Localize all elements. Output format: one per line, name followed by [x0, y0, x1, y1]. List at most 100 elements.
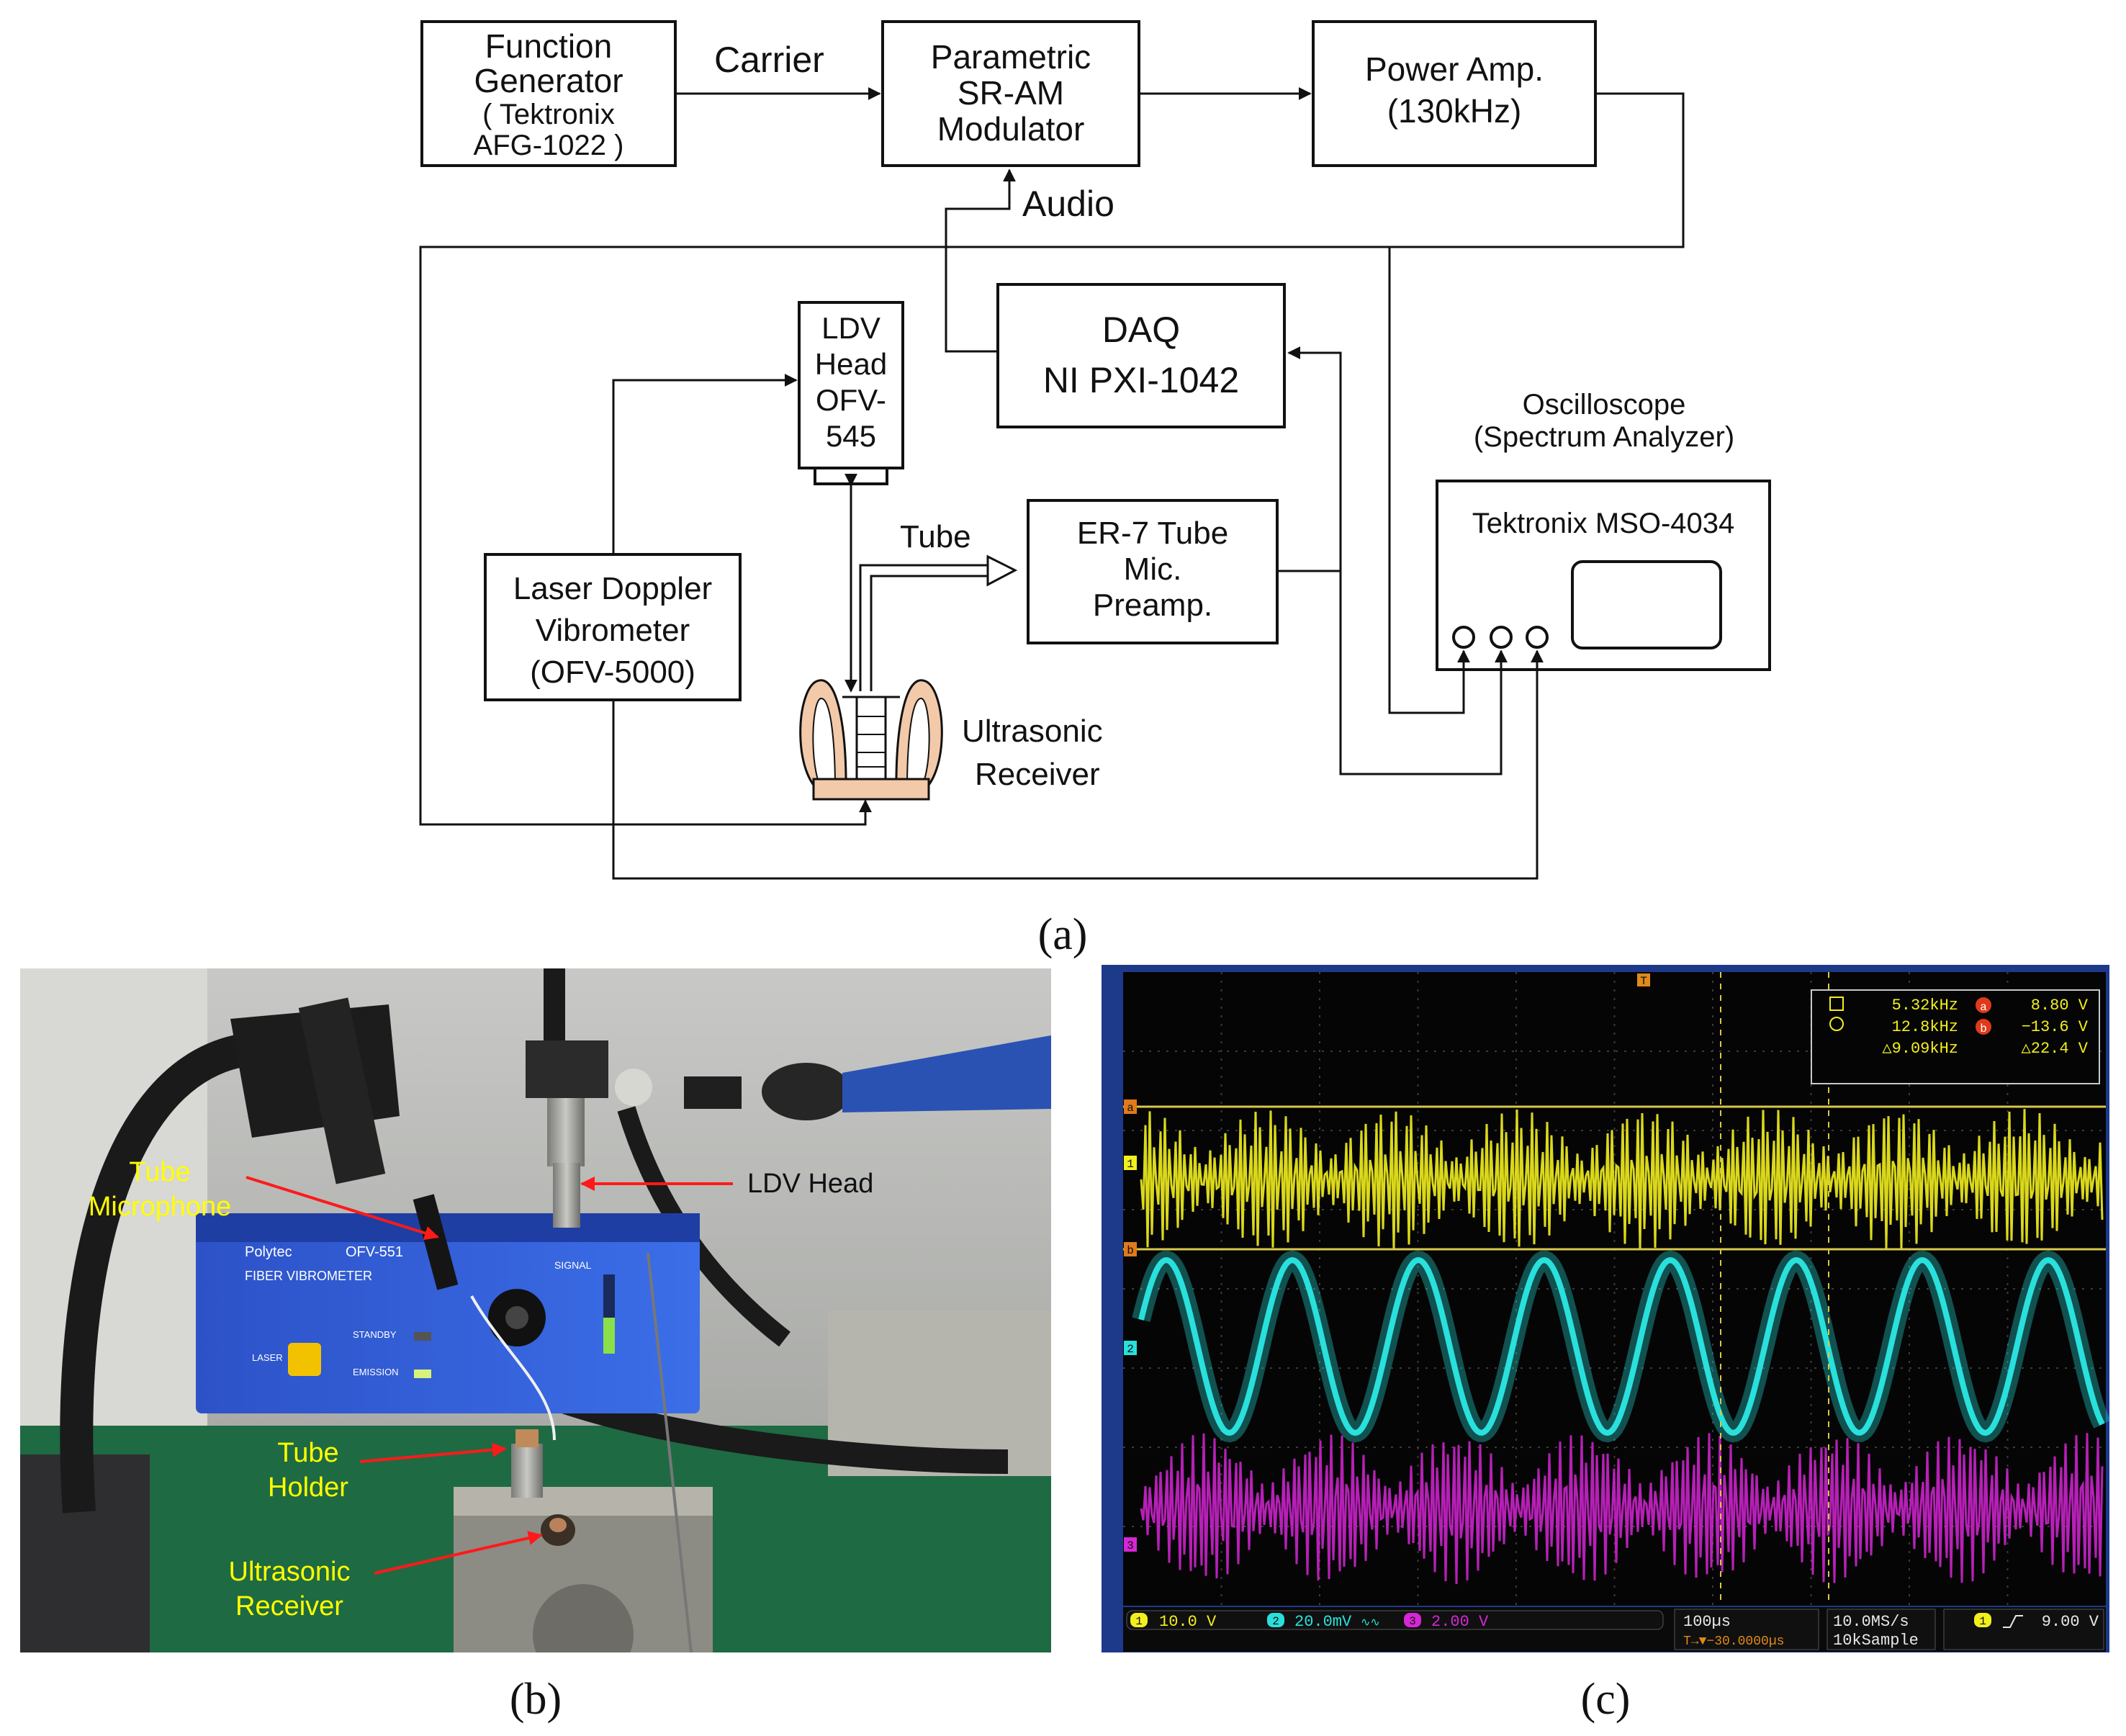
- status-ch1-tag: 1: [1135, 1615, 1143, 1628]
- status-samples: 10kSample: [1833, 1632, 1919, 1650]
- er7-line-3: Preamp.: [1093, 588, 1212, 623]
- er7-line-2: Mic.: [1124, 552, 1182, 587]
- rising-edge-icon: [2003, 1615, 2023, 1628]
- receiver-label-1: Ultrasonic: [962, 714, 1103, 749]
- readout-freq-1: 5.32kHz: [1892, 997, 1958, 1015]
- vibrometer-line-2: Vibrometer: [536, 613, 690, 648]
- daq-box: DAQ NI PXI-1042: [996, 283, 1286, 428]
- status-delay: T→▼−30.0000µs: [1683, 1634, 1784, 1649]
- readout-volt-a: 8.80 V: [2031, 997, 2089, 1015]
- block-diagram: Function Generator ( Tektronix AFG-1022 …: [419, 20, 1771, 959]
- modulator-line-2: SR-AM: [958, 74, 1064, 112]
- status-bar: 1 10.0 V 2 20.0mV ∿∿ 3 2.00 V 100µs T→▼−…: [1123, 1607, 2106, 1652]
- readout-volt-delta: △22.4 V: [2022, 1040, 2089, 1058]
- vibrometer-line-3: (OFV-5000): [530, 655, 695, 690]
- power-amp-line-1: Power Amp.: [1365, 50, 1544, 88]
- ch1-trace: [1140, 1109, 2104, 1250]
- carrier-label: Carrier: [714, 40, 824, 80]
- status-rate: 10.0MS/s: [1833, 1613, 1909, 1631]
- signal-lines: Carrier Audio: [419, 40, 1685, 880]
- unit-emission-label: EMISSION: [353, 1367, 399, 1377]
- modulator-line-1: Parametric: [931, 38, 1091, 76]
- scope-traces: [1132, 1109, 2111, 1585]
- photo-pointer-arrows: [246, 1176, 733, 1575]
- marker-ch3: 3: [1127, 1539, 1134, 1552]
- marker-ch2: 2: [1127, 1343, 1134, 1356]
- scope-input-3-icon: [1526, 626, 1549, 649]
- marker-ch1: 1: [1127, 1158, 1134, 1171]
- er7-preamp-box: ER-7 Tube Mic. Preamp.: [1027, 499, 1279, 644]
- label-tube-holder-2: Holder: [268, 1472, 348, 1503]
- modulator-line-3: Modulator: [937, 110, 1085, 148]
- status-ch2-filter: ∿∿: [1361, 1616, 1380, 1629]
- status-ch2-scale: 20.0mV: [1294, 1613, 1352, 1631]
- audio-arrow: [945, 168, 1016, 353]
- receiver-label-2: Receiver: [975, 757, 1100, 792]
- unit-brand: Polytec: [245, 1244, 292, 1260]
- function-generator-line-3: ( Tektronix: [482, 99, 615, 130]
- function-generator-line-1: Function: [485, 27, 612, 65]
- audio-label: Audio: [1022, 184, 1114, 224]
- scope-input-2-icon: [1490, 626, 1513, 649]
- er7-line-1: ER-7 Tube: [1077, 516, 1228, 551]
- unit-name: FIBER VIBROMETER: [245, 1269, 372, 1283]
- unit-signal-label: SIGNAL: [554, 1259, 592, 1271]
- label-ultrasonic-receiver-2: Receiver: [235, 1591, 343, 1622]
- tube-icon: Tube: [859, 519, 1018, 691]
- label-tube-microphone-2: Microphone: [89, 1192, 232, 1222]
- readout-cursor-b-tag: b: [1980, 1022, 1987, 1035]
- marker-cursor-b: b: [1127, 1244, 1134, 1257]
- readout-cursor-a-tag: a: [1980, 1001, 1987, 1014]
- status-ch2-tag: 2: [1272, 1615, 1279, 1628]
- daq-line-2: NI PXI-1042: [1043, 360, 1239, 400]
- cursor-readout: 5.32kHz 12.8kHz △9.09kHz 8.80 V −13.6 V …: [1811, 989, 2100, 1084]
- unit-laser-label: LASER: [252, 1352, 283, 1363]
- tube-label: Tube: [900, 519, 971, 554]
- ldv-head-box: LDV Head OFV- 545: [798, 301, 904, 485]
- oscilloscope-screen: T a 1 b 2 3 5.32kHz 12.8kHz △9.09kHz 8.8…: [1102, 965, 2111, 1724]
- status-ch3-tag: 3: [1409, 1615, 1416, 1628]
- status-ch1-scale: 10.0 V: [1159, 1613, 1217, 1631]
- status-ch3-scale: 2.00 V: [1431, 1613, 1489, 1631]
- ldv-head-probe: [547, 1098, 585, 1166]
- unit-standby-label: STANDBY: [353, 1329, 397, 1340]
- status-trigger-channel: 1: [1979, 1615, 1986, 1628]
- function-generator-line-2: Generator: [474, 62, 623, 99]
- oscilloscope-screen-icon: [1571, 560, 1722, 649]
- ldv-head-line-1: LDV: [821, 311, 880, 345]
- status-timebase: 100µs: [1683, 1613, 1731, 1631]
- power-amp-box: Power Amp. (130kHz): [1312, 20, 1597, 167]
- unit-model: OFV-551: [346, 1244, 403, 1260]
- scope-input-1-icon: [1452, 626, 1475, 649]
- readout-freq-delta: △9.09kHz: [1882, 1040, 1958, 1058]
- function-generator-line-4: AFG-1022 ): [474, 130, 624, 161]
- oscilloscope-box: Oscilloscope (Spectrum Analyzer) Tektron…: [1436, 389, 1771, 671]
- trigger-marker: T: [1640, 975, 1647, 988]
- ultrasonic-receiver-icon: Ultrasonic Receiver: [799, 679, 1103, 801]
- ldv-head-line-2: Head: [815, 347, 887, 381]
- label-ultrasonic-receiver-1: Ultrasonic: [229, 1557, 351, 1587]
- readout-freq-2: 12.8kHz: [1892, 1018, 1958, 1036]
- oscilloscope-label-2: (Spectrum Analyzer): [1474, 421, 1734, 453]
- marker-cursor-a: a: [1127, 1102, 1134, 1115]
- tube-holder: [511, 1444, 543, 1498]
- readout-volt-b: −13.6 V: [2022, 1018, 2089, 1036]
- oscilloscope-model: Tektronix MSO-4034: [1472, 508, 1735, 539]
- ch2-trace: [1138, 1256, 2105, 1436]
- ldv-head-line-3: OFV-: [816, 383, 886, 417]
- label-tube-holder-1: Tube: [277, 1438, 338, 1468]
- ldv-head-line-4: 545: [826, 419, 876, 453]
- vibrometer-box: Laser Doppler Vibrometer (OFV-5000): [484, 553, 742, 701]
- vibrometer-unit: [196, 1213, 700, 1413]
- modulator-box: Parametric SR-AM Modulator: [881, 20, 1140, 167]
- oscilloscope-label-1: Oscilloscope: [1523, 389, 1686, 420]
- caption-c: (c): [1581, 1675, 1631, 1724]
- caption-b: (b): [510, 1675, 562, 1724]
- caption-a: (a): [1038, 910, 1088, 959]
- daq-line-1: DAQ: [1102, 310, 1180, 350]
- power-amp-line-2: (130kHz): [1387, 92, 1522, 130]
- ch3-trace: [1140, 1433, 2104, 1585]
- function-generator-box: Function Generator ( Tektronix AFG-1022 …: [420, 20, 677, 167]
- label-ldv-head: LDV Head: [747, 1169, 873, 1199]
